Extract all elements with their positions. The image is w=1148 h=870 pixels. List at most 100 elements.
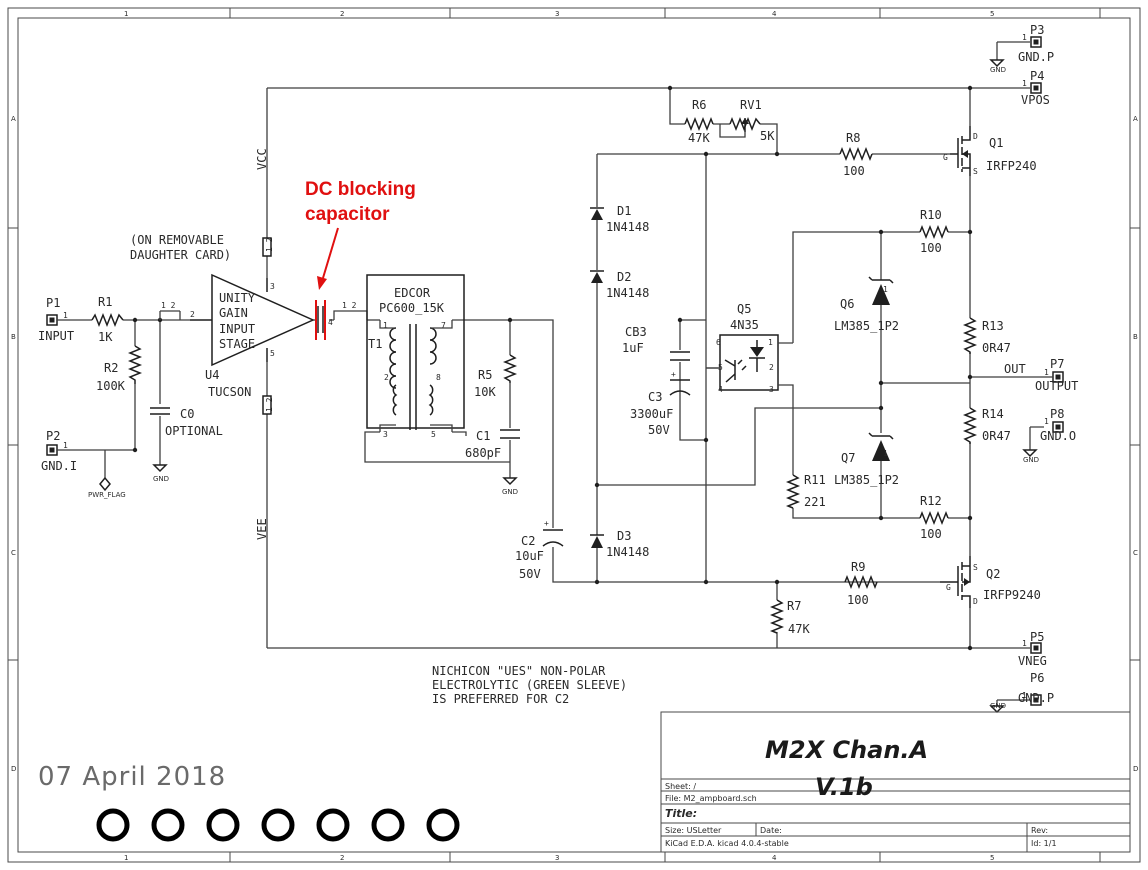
id-label: Id: 1/1	[1031, 839, 1057, 848]
annotation-line2: capacitor	[305, 204, 390, 225]
model-t1: PC600_15K	[379, 301, 445, 315]
pin-p3: 1	[1022, 33, 1027, 42]
ref-p7: P7	[1050, 357, 1064, 371]
value-r13: 0R47	[982, 341, 1011, 355]
mounting-hole	[151, 808, 185, 842]
ref-r12: R12	[920, 494, 942, 508]
ref-q7: Q7	[841, 451, 855, 465]
ref-r7: R7	[787, 599, 801, 613]
junctions	[132, 85, 973, 651]
ref-q6: Q6	[840, 297, 854, 311]
svg-text:2: 2	[190, 310, 195, 319]
value-u4: TUCSON	[208, 385, 251, 399]
ref-r14: R14	[982, 407, 1004, 421]
footnote: NICHICON "UES" NON-POLAR ELECTROLYTIC (G…	[432, 664, 627, 706]
resistor-r6: R6 47K	[684, 98, 714, 145]
value-r9: 100	[847, 593, 869, 607]
capacitor-c0: C0 OPTIONAL	[150, 407, 223, 438]
ref-r6: R6	[692, 98, 706, 112]
amp-body-line2: GAIN	[219, 306, 248, 320]
ref-p2: P2	[46, 429, 60, 443]
svg-text:GND: GND	[502, 488, 518, 496]
svg-text:GND: GND	[153, 475, 169, 483]
pin-p5: 1	[1022, 639, 1027, 648]
svg-text:+: +	[671, 370, 676, 379]
file-label: File: M2_ampboard.sch	[665, 794, 757, 803]
diode-d1: D1 1N4148	[590, 204, 649, 234]
mounting-hole	[96, 808, 130, 842]
svg-text:1: 1	[883, 285, 888, 294]
value-q5: 4N35	[730, 318, 759, 332]
svg-text:3: 3	[270, 282, 275, 291]
mounting-hole	[316, 808, 350, 842]
row-label: A	[11, 115, 16, 123]
svg-text:GND: GND	[990, 66, 1006, 74]
connector-p2: P2 GND.I 1	[41, 429, 77, 473]
connector-p6: P6 GND.P 1	[1018, 671, 1054, 706]
svg-text:PWR_FLAG: PWR_FLAG	[88, 491, 126, 499]
pin-p1: 1	[63, 311, 68, 320]
row-label: C	[1133, 549, 1138, 557]
sheet-frame: 1 2 3 4 5 1 2 3 4 5 A B C D A B C D	[7, 7, 1141, 863]
ref-c1: C1	[476, 429, 490, 443]
value-d3: 1N4148	[606, 545, 649, 559]
col-label: 2	[340, 854, 344, 862]
ref-d1: D1	[617, 204, 631, 218]
capacitor-c3: + C3 3300uF 50V	[630, 370, 691, 437]
footnote-line3: IS PREFERRED FOR C2	[432, 692, 569, 706]
connector-p8: P8 GND.O 1	[1040, 407, 1076, 443]
row-label: B	[1133, 333, 1138, 341]
ground-symbol: GND	[502, 477, 518, 496]
name-p1: INPUT	[38, 329, 74, 343]
svg-text:3: 3	[769, 385, 774, 394]
ref-c0: C0	[180, 407, 194, 421]
resistor-r8: R8 100	[839, 131, 873, 178]
ref-p6: P6	[1030, 671, 1044, 685]
value2-c2: 50V	[519, 567, 541, 581]
ref-rv1: RV1	[740, 98, 762, 112]
row-label: C	[11, 549, 16, 557]
ref-r13: R13	[982, 319, 1004, 333]
ref-r1: R1	[98, 295, 112, 309]
value-q2: IRFP9240	[983, 588, 1041, 602]
ref-p1: P1	[46, 296, 60, 310]
opto-q5: 6 5 4 1 2 3 Q5 4N35	[706, 302, 794, 395]
value-r5: 10K	[474, 385, 496, 399]
ref-t1: T1	[368, 337, 382, 351]
ref-cb3: CB3	[625, 325, 647, 339]
svg-text:1: 1	[883, 449, 888, 458]
footnote-line2: ELECTROLYTIC (GREEN SLEEVE)	[432, 678, 627, 692]
ref-p4: P4	[1030, 69, 1044, 83]
value-r14: 0R47	[982, 429, 1011, 443]
jumper-vcc: 1 2	[262, 237, 274, 257]
amp-u4: 2 3 5 UNITY GAIN INPUT STAGE U4 TUCSON (…	[130, 148, 315, 540]
ground-symbol: GND	[989, 702, 1006, 714]
col-label: 5	[990, 854, 994, 862]
diode-d3: D3 1N4148	[590, 529, 649, 559]
col-label: 1	[124, 10, 128, 18]
ref-q1: Q1	[989, 136, 1003, 150]
col-label: 2	[340, 10, 344, 18]
svg-text:S: S	[973, 563, 978, 572]
zener-q6: 1 Q6 LM385_1P2	[834, 276, 899, 333]
name-p7: OUTPUT	[1035, 379, 1078, 393]
mounting-hole	[206, 808, 240, 842]
value-q6: LM385_1P2	[834, 319, 899, 333]
value-c0: OPTIONAL	[165, 424, 223, 438]
jumper-output: 1 2	[342, 301, 357, 310]
row-label: D	[11, 765, 16, 773]
ref-c3: C3	[648, 390, 662, 404]
title-block: M2X Chan.A V.1b Sheet: / File: M2_ampboa…	[660, 711, 1131, 853]
title-heading2: V.1b	[815, 773, 873, 801]
col-label: 1	[124, 854, 128, 862]
rev-label: Rev:	[1031, 826, 1048, 835]
dc-blocking-capacitor: 4	[315, 300, 333, 340]
svg-text:8: 8	[436, 373, 441, 382]
mosfet-q1: G D S Q1 IRFP240	[943, 126, 1037, 176]
sheet-label: Sheet: /	[665, 782, 696, 791]
amp-body-line3: INPUT	[219, 322, 255, 336]
date-label: Date:	[760, 826, 782, 835]
kicad-label: KiCad E.D.A. kicad 4.0.4-stable	[665, 839, 789, 848]
svg-text:1 2: 1 2	[265, 397, 274, 412]
value-q1: IRFP240	[986, 159, 1037, 173]
